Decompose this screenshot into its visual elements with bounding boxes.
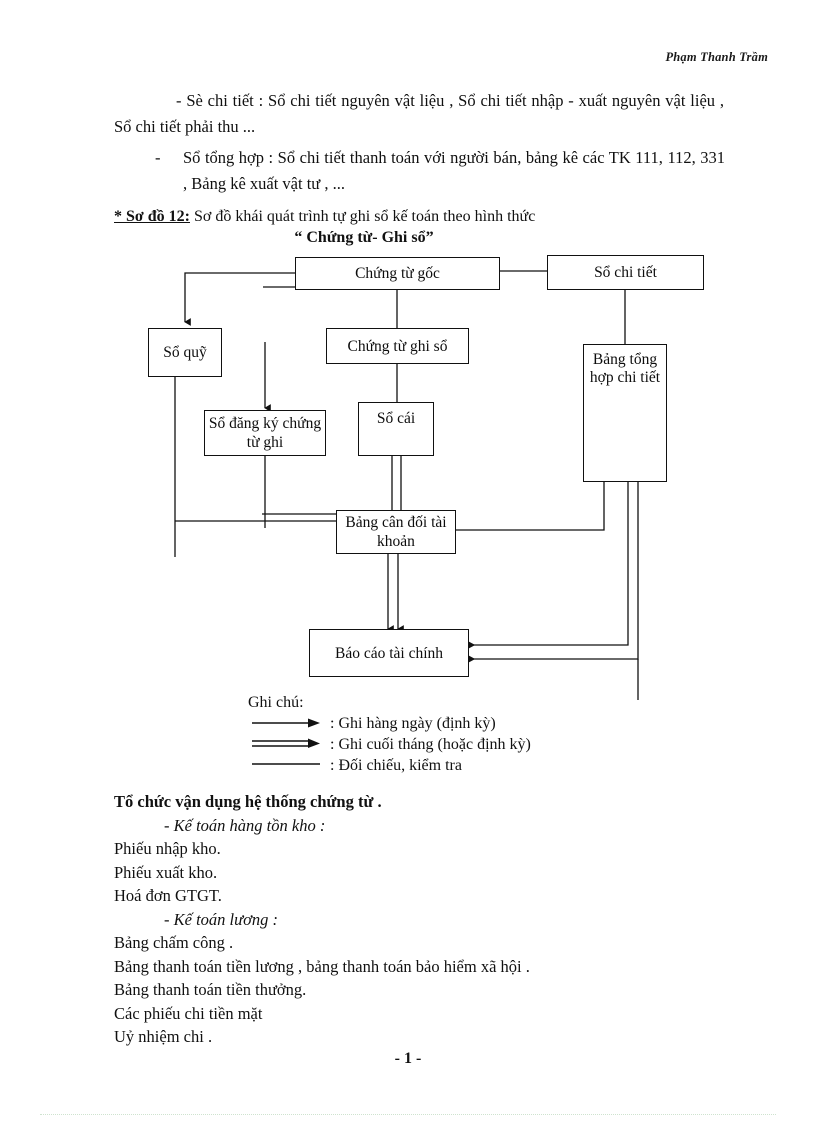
figure-caption: * Sơ đồ 12: Sơ đồ khái quát trình tự ghi… (114, 208, 734, 247)
legend-item-reconcile: : Đối chiếu, kiểm tra (248, 756, 462, 777)
list-item: Hoá đơn GTGT. (114, 886, 222, 905)
legend-item-label: : Ghi hàng ngày (định kỳ) (330, 715, 496, 732)
single-arrow-icon (252, 718, 320, 728)
list-item: Phiếu nhập kho. (114, 839, 221, 858)
node-so-cai[interactable]: Sổ cái (358, 402, 434, 456)
node-so-dang-ky-chung-tu-ghi[interactable]: Sổ đăng ký chứng từ ghi (204, 410, 326, 456)
legend-item-label: : Ghi cuối tháng (hoặc định kỳ) (330, 736, 531, 753)
node-chung-tu-goc[interactable]: Chứng từ gốc (295, 257, 500, 290)
figure-title: “ Chứng từ- Ghi sổ” (294, 229, 434, 246)
bottom-rule (40, 1114, 776, 1116)
node-label: Sổ quỹ (163, 344, 207, 361)
node-bao-cao-tai-chinh[interactable]: Báo cáo tài chính (309, 629, 469, 677)
paragraph-so-chi-tiet: - Sè chi tiết : Sổ chi tiết nguyên vật l… (114, 91, 724, 136)
paragraph-so-tong-hop: Sổ tổng hợp : Sổ chi tiết thanh toán với… (183, 148, 725, 193)
node-label: Chứng từ ghi sổ (347, 337, 448, 355)
node-bang-can-doi-tai-khoan[interactable]: Bảng cân đối tài khoản (336, 510, 456, 554)
list-item: Bảng thanh toán tiền thưởng. (114, 980, 307, 999)
subheading-ke-toan-hang-ton-kho: - Kế toán hàng tồn kho : (164, 815, 326, 835)
node-label: Chứng từ gốc (355, 265, 440, 282)
lower-text-block: Tổ chức vận dụng hệ thống chứng từ . - K… (114, 790, 754, 1049)
legend-item-label: : Đối chiếu, kiểm tra (330, 757, 462, 774)
double-arrow-icon (252, 738, 320, 748)
legend-item-monthly: : Ghi cuối tháng (hoặc định kỳ) (248, 735, 531, 756)
node-so-quy[interactable]: Sổ quỹ (148, 328, 222, 377)
list-item: Phiếu xuất kho. (114, 862, 218, 882)
node-label: Bảng tổng hợp chi tiết (589, 351, 661, 386)
subheading-ke-toan-luong: - Kế toán lương : (164, 909, 279, 929)
list-item: Uỷ nhiệm chi . (114, 1027, 213, 1046)
section-heading-chung-tu: Tổ chức vận dụng hệ thống chứng từ . (114, 792, 382, 811)
figure-label: * Sơ đồ 12: (114, 208, 190, 225)
list-item: Bảng chấm công . (114, 933, 234, 952)
node-label: Sổ đăng ký chứng từ ghi (208, 415, 322, 451)
node-so-chi-tiet[interactable]: Sổ chi tiết (547, 255, 704, 290)
node-label: Báo cáo tài chính (334, 644, 444, 662)
node-label: Sổ cái (376, 410, 416, 427)
legend-title: Ghi chú: (248, 694, 304, 711)
page-number: - 1 - (394, 1050, 422, 1067)
list-item: Bảng thanh toán tiền lương , bảng thanh … (114, 956, 530, 976)
plain-line-icon (252, 763, 320, 765)
node-label: Bảng cân đối tài khoản (345, 514, 447, 550)
legend-item-daily: : Ghi hàng ngày (định kỳ) (248, 714, 496, 735)
figure-caption-text: Sơ đồ khái quát trình tự ghi sổ kế toán … (193, 208, 536, 225)
list-item: Các phiếu chi tiền mặt (114, 1003, 263, 1023)
node-chung-tu-ghi-so[interactable]: Chứng từ ghi sổ (326, 328, 469, 364)
node-label: Sổ chi tiết (594, 264, 657, 281)
legend: Ghi chú: : Ghi hàng ngày (định kỳ) (248, 692, 531, 777)
running-header: Phạm Thanh Trầm (665, 50, 768, 64)
bullet-dash: - (155, 148, 161, 167)
node-bang-tong-hop-chi-tiet[interactable]: Bảng tổng hợp chi tiết (583, 344, 667, 482)
